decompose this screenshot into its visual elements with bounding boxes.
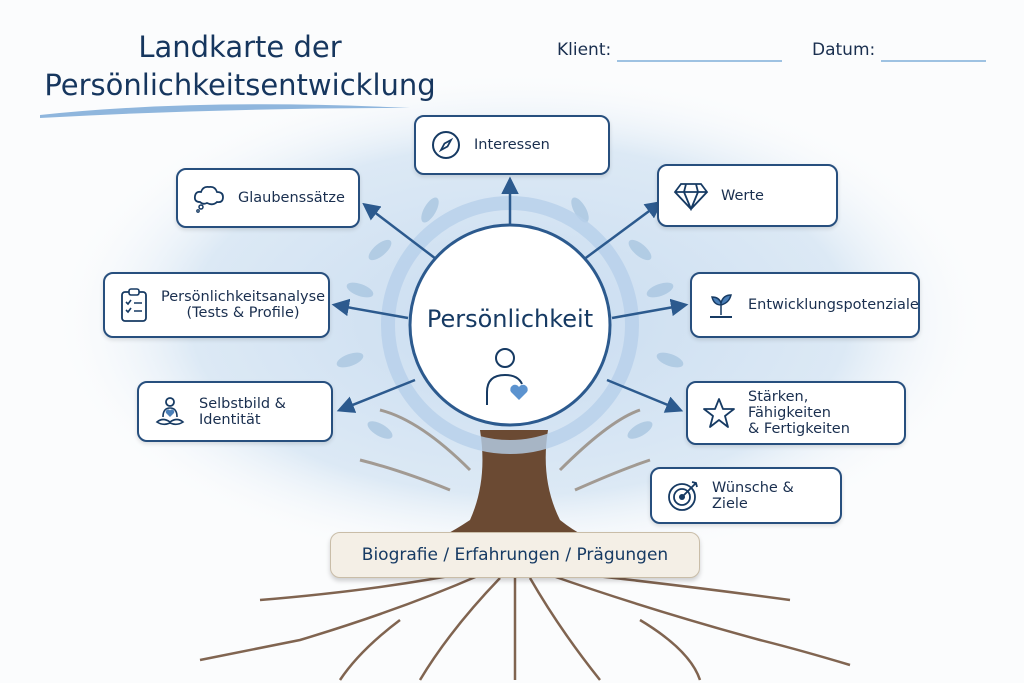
branches — [359, 408, 651, 492]
node-entwicklungspotenziale: Entwicklungspotenziale — [690, 272, 920, 338]
node-wuensche: Wünsche & Ziele — [650, 467, 842, 524]
client-label: Klient: — [557, 40, 612, 60]
node-label: Glaubenssätze — [238, 190, 345, 206]
node-label: Werte — [721, 187, 764, 204]
meditation-heart-icon — [155, 396, 185, 425]
node-glaubenssaetze: Glaubenssätze — [176, 168, 360, 228]
target-icon — [668, 480, 698, 511]
node-label: Entwicklungspotenziale — [748, 297, 919, 313]
sprout-icon — [710, 294, 732, 318]
node-sublabel: & Fertigkeiten — [748, 421, 850, 437]
person-heart-icon — [486, 348, 523, 405]
node-staerken: Stärken, Fähigkeiten& Fertigkeiten — [686, 381, 906, 445]
node-label: Stärken, Fähigkeiten — [748, 389, 831, 421]
thought-cloud-icon — [193, 185, 224, 213]
roots-label: Biografie / Erfahrungen / Prägungen — [361, 545, 669, 565]
leaves — [336, 197, 684, 439]
node-interessen: Interessen — [414, 115, 610, 175]
compass-icon — [432, 131, 460, 159]
node-label: Selbstbild & — [199, 395, 286, 412]
node-label: Interessen — [474, 137, 550, 153]
node-label: Wünsche & Ziele — [712, 479, 794, 512]
clipboard-checklist-icon — [121, 288, 147, 322]
node-persoenlichkeitsanalyse: Persönlichkeitsanalyse(Tests & Profile) — [103, 272, 330, 338]
roots-banner: Biografie / Erfahrungen / Prägungen — [330, 532, 700, 578]
diamond-icon — [673, 182, 709, 211]
node-selbstbild: Selbstbild &Identität — [137, 381, 333, 442]
client-field[interactable]: Klient: — [557, 40, 783, 62]
node-label: Persönlichkeitsanalyse — [161, 289, 326, 305]
connector-arrows — [331, 176, 689, 413]
page-title: Landkarte der Persönlichkeitsentwicklung — [44, 30, 436, 102]
center-label: Persönlichkeit — [426, 305, 594, 333]
node-sublabel: (Tests & Profile) — [186, 305, 300, 321]
roots — [199, 570, 851, 681]
node-sublabel: Identität — [199, 411, 261, 428]
star-icon — [703, 398, 735, 428]
trunk — [420, 430, 610, 545]
date-label: Datum: — [812, 40, 876, 60]
center-circle — [408, 223, 612, 427]
date-field[interactable]: Datum: — [812, 40, 987, 62]
node-werte: Werte — [657, 164, 838, 227]
